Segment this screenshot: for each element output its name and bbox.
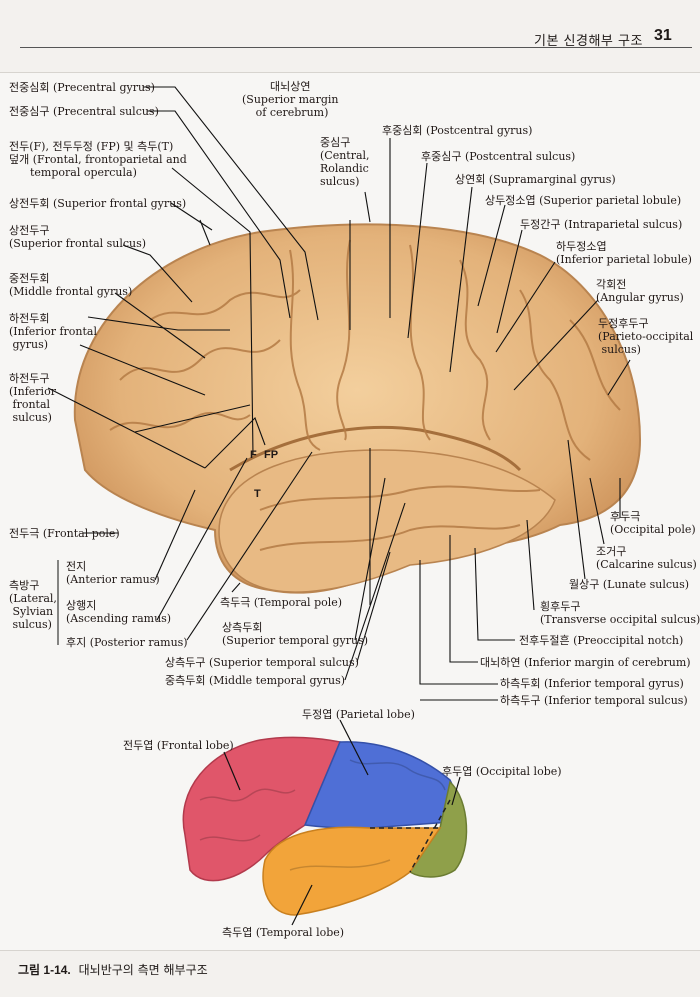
label-precentral-sulcus: 전중심구 (Precentral sulcus) [9, 105, 159, 118]
label-occipital-pole: 후두극 (Occipital pole) [610, 510, 696, 536]
label-postcentral-gyrus: 후중심회 (Postcentral gyrus) [382, 124, 533, 137]
label-lunate-sulcus: 월상구 (Lunate sulcus) [569, 578, 690, 591]
label-superior-frontal-gyrus: 상전두회 (Superior frontal gyrus) [9, 197, 187, 210]
label-calcarine-sulcus: 조거구 (Calcarine sulcus) [596, 545, 697, 571]
label-middle-frontal-gyrus: 중전두회 (Middle frontal gyrus) [9, 272, 133, 298]
label-inferior-margin: 대뇌하연 (Inferior margin of cerebrum) [480, 656, 691, 669]
figure-caption-text: 대뇌반구의 측면 해부구조 [78, 963, 208, 977]
label-supramarginal-gyrus: 상연회 (Supramarginal gyrus) [455, 173, 616, 186]
label-precentral-gyrus: 전중심회 (Precentral gyrus) [9, 81, 155, 94]
label-middle-temporal-gyrus: 중측두회 (Middle temporal gyrus) [165, 674, 346, 687]
label-superior-frontal-sulcus: 상전두구 (Superior frontal sulcus) [9, 224, 147, 250]
figure-number: 그림 1-14. [18, 963, 71, 977]
label-lateral-sulcus: 측방구 (Lateral, Sylvian sulcus) [9, 579, 57, 631]
label-intraparietal-sulcus: 두정간구 (Intraparietal sulcus) [520, 218, 683, 231]
label-superior-temporal-gyrus: 상측두회 (Superior temporal gyrus) [222, 621, 369, 647]
temporal-lobe-shape [262, 826, 442, 916]
label-inferior-temporal-gyrus: 하측두회 (Inferior temporal gyrus) [500, 677, 684, 690]
label-ascending-ramus: 상행지 (Ascending ramus) [66, 599, 172, 625]
figure-caption: 그림 1-14. 대뇌반구의 측면 해부구조 [18, 961, 208, 978]
label-angular-gyrus: 각회전 (Angular gyrus) [596, 278, 684, 304]
label-temporal-lobe: 측두엽 (Temporal lobe) [222, 926, 345, 939]
label-opercula: 전두(F), 전두두정 (FP) 및 측두(T) 덮개 (Frontal, fr… [9, 140, 187, 179]
label-f-mark: F [250, 449, 257, 461]
label-fp-mark: FP [264, 449, 279, 461]
label-frontal-pole: 전두극 (Frontal pole) [9, 527, 120, 540]
header-rule [20, 47, 692, 48]
label-superior-temporal-sulcus: 상측두구 (Superior temporal sulcus) [165, 656, 359, 669]
label-preoccipital-notch: 전후두절흔 (Preoccipital notch) [519, 634, 684, 647]
temporal-region [218, 449, 556, 593]
label-central-sulcus: 중심구 (Central, Rolandic sulcus) [320, 136, 370, 188]
label-parieto-occipital-sulcus: 두정후두구 (Parieto-occipital sulcus) [598, 317, 694, 356]
label-inferior-parietal-lobule: 하두정소엽 (Inferior parietal lobule) [556, 240, 692, 266]
page-header-title: 기본 신경해부 구조 [534, 34, 643, 49]
label-t-mark: T [254, 488, 261, 500]
label-inferior-frontal-sulcus: 하전두구 (Inferior frontal sulcus) [9, 372, 56, 424]
label-postcentral-sulcus: 후중심구 (Postcentral sulcus) [421, 150, 576, 163]
label-transverse-occipital-sulcus: 횡후두구 (Transverse occipital sulcus) [540, 600, 700, 626]
label-inferior-temporal-sulcus: 하측두구 (Inferior temporal sulcus) [500, 694, 688, 707]
lobe-diagram [182, 719, 468, 926]
occipital-lobe-shape [408, 780, 468, 878]
label-anterior-ramus: 전지 (Anterior ramus) [66, 560, 160, 586]
page-number: 31 [654, 27, 672, 44]
label-superior-parietal-lobule: 상두정소엽 (Superior parietal lobule) [485, 194, 682, 207]
label-inferior-frontal-gyrus: 하전두회 (Inferior frontal gyrus) [9, 312, 97, 351]
label-superior-margin: 대뇌상연 (Superior margin of cerebrum) [242, 80, 339, 119]
label-parietal-lobe: 두정엽 (Parietal lobe) [302, 708, 415, 721]
label-temporal-pole: 측두극 (Temporal pole) [220, 596, 343, 609]
label-occipital-lobe: 후두엽 (Occipital lobe) [442, 765, 562, 778]
label-frontal-lobe: 전두엽 (Frontal lobe) [123, 739, 234, 752]
label-posterior-ramus: 후지 (Posterior ramus) [66, 636, 188, 649]
